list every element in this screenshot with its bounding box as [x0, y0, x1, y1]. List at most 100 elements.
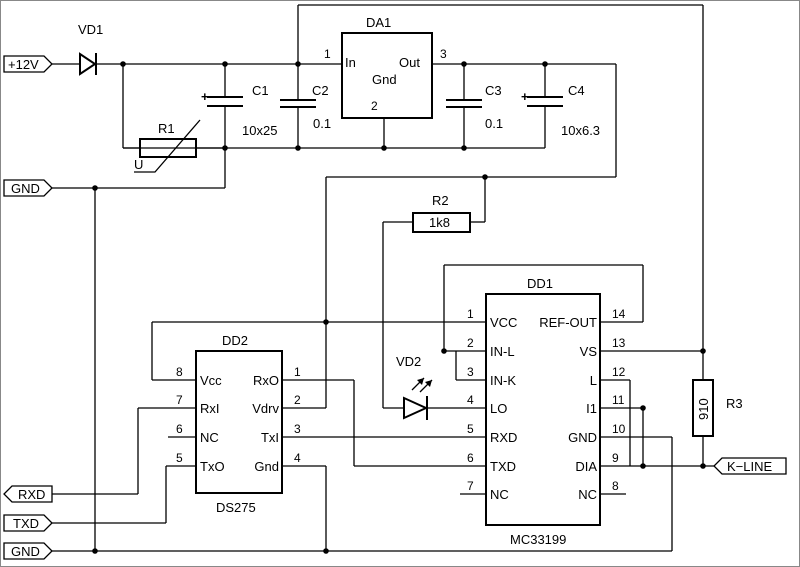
port-txd-label: TXD [13, 516, 39, 531]
c4-value: 10x6.3 [561, 123, 600, 138]
port-gnd-top: GND [3, 179, 53, 197]
dd2-pin-5-name: TxO [200, 459, 225, 474]
c1-label: C1 [252, 83, 269, 98]
dd2-pin-5-num: 5 [176, 451, 183, 465]
led-vd2: VD2 [396, 354, 433, 420]
r3-value: 910 [696, 398, 711, 420]
dd1-pin-2: 2 IN-L [467, 336, 515, 359]
capacitor-c1: + C1 10x25 [201, 83, 277, 138]
dd1-pin-1-num: 1 [467, 307, 474, 321]
dd2-pin-1-num: 1 [294, 365, 301, 379]
dd2-pin-7: 7 RxI [176, 393, 220, 416]
dd1-pin-5-name: RXD [490, 430, 517, 445]
dd2-pin-2: 2 Vdrv [252, 393, 301, 416]
port-k-line-label: K−LINE [727, 459, 772, 474]
dd1-pin-1: 1 VCC [467, 307, 517, 330]
dd1-label: DD1 [527, 276, 553, 291]
r1-label: R1 [158, 121, 175, 136]
diode-vd1: VD1 [78, 22, 103, 76]
dd1-pin-9-name: DIA [575, 459, 597, 474]
dd2-pin-5: 5 TxO [176, 451, 225, 474]
dd1-part: MC33199 [510, 532, 566, 547]
dd1-pin-12-name: L [590, 373, 597, 388]
varistor-r1: R1 U [134, 119, 201, 173]
c2-label: C2 [312, 83, 329, 98]
junction-dots [92, 61, 706, 554]
dd1-pin-4-name: LO [490, 401, 507, 416]
r1-u-label: U [134, 157, 143, 172]
port-gnd-bottom-label: GND [11, 544, 40, 559]
dd1-pin-7: 7 NC [467, 479, 509, 502]
port-gnd-top-label: GND [11, 181, 40, 196]
dd2-pin-8-num: 8 [176, 365, 183, 379]
resistor-r3: R3 910 [692, 379, 743, 437]
dd1-pin-10-num: 10 [612, 422, 626, 436]
da1-pin-in: In [345, 55, 356, 70]
dd2-pin-6-num: 6 [176, 422, 183, 436]
dd1-pin-13-num: 13 [612, 336, 626, 350]
r2-label: R2 [432, 193, 449, 208]
c2-value: 0.1 [313, 116, 331, 131]
port-rxd: RXD [3, 485, 53, 503]
dd1-pin-7-num: 7 [467, 479, 474, 493]
dd1-pin-10-name: GND [568, 430, 597, 445]
dd2-pin-1: 1 RxO [253, 365, 301, 388]
da1-pin-out: Out [399, 55, 420, 70]
dd2-pin-3-num: 3 [294, 422, 301, 436]
dd2-pin-7-num: 7 [176, 393, 183, 407]
dd1-pin-11: 11 I1 [586, 393, 625, 416]
dd1-pin-6-num: 6 [467, 451, 474, 465]
capacitor-c4: + C4 10x6.3 [521, 83, 600, 138]
dd1-pin-2-name: IN-L [490, 344, 515, 359]
dd1-pin-3-name: IN-K [490, 373, 516, 388]
port-k-line: K−LINE [713, 457, 787, 475]
r3-label: R3 [726, 396, 743, 411]
c4-label: C4 [568, 83, 585, 98]
dd1-pin-9-num: 9 [612, 451, 619, 465]
dd1-pin-11-name: I1 [586, 401, 597, 416]
port-12v: +12V [3, 55, 53, 73]
dd1-pin-8-num: 8 [612, 479, 619, 493]
dd1-pin-2-num: 2 [467, 336, 474, 350]
da1-pin-num-3: 3 [440, 47, 447, 61]
dd1-pin-6: 6 TXD [467, 451, 516, 474]
dd1-pin-8: 8 NC [578, 479, 619, 502]
da1-pin-num-1: 1 [324, 47, 331, 61]
ic-dd1: DD1 MC33199 1 VCC 2 IN-L 3 IN-K 4 LO 5 R… [467, 276, 626, 547]
regulator-da1: DA1 In Out Gnd 1 2 3 [324, 15, 447, 119]
dd2-pin-8-name: Vcc [200, 373, 222, 388]
dd1-pin-12-num: 12 [612, 365, 626, 379]
c1-value: 10x25 [242, 123, 277, 138]
ic-dd2: DD2 DS275 8 Vcc 7 RxI 6 NC 5 TxO 1 RxO 2… [176, 333, 301, 515]
c1-plus: + [201, 89, 209, 104]
c3-label: C3 [485, 83, 502, 98]
dd2-pin-3: 3 TxI [261, 422, 301, 445]
dd2-pin-7-name: RxI [200, 401, 220, 416]
dd1-pin-13: 13 VS [580, 336, 626, 359]
dd1-pin-6-name: TXD [490, 459, 516, 474]
dd2-pin-6-name: NC [200, 430, 219, 445]
port-txd: TXD [3, 514, 53, 532]
dd1-pin-3: 3 IN-K [467, 365, 516, 388]
dd2-pin-2-num: 2 [294, 393, 301, 407]
da1-pin-num-2: 2 [371, 99, 378, 113]
dd1-pin-14-num: 14 [612, 307, 626, 321]
dd2-pin-4-num: 4 [294, 451, 301, 465]
dd1-pin-7-name: NC [490, 487, 509, 502]
dd1-pin-5-num: 5 [467, 422, 474, 436]
r2-value: 1k8 [429, 215, 450, 230]
dd1-pin-11-num: 11 [612, 393, 625, 407]
capacitor-c2: C2 0.1 [280, 83, 331, 131]
dd2-pin-4-name: Gnd [254, 459, 279, 474]
vd2-label: VD2 [396, 354, 421, 369]
c3-value: 0.1 [485, 116, 503, 131]
capacitor-c3: C3 0.1 [446, 83, 503, 131]
vd1-label: VD1 [78, 22, 103, 37]
dd2-label: DD2 [222, 333, 248, 348]
da1-pin-gnd: Gnd [372, 72, 397, 87]
dd2-part: DS275 [216, 500, 256, 515]
dd1-pin-12: 12 L [590, 365, 626, 388]
dd1-pin-8-name: NC [578, 487, 597, 502]
dd1-pin-14-name: REF-OUT [539, 315, 597, 330]
